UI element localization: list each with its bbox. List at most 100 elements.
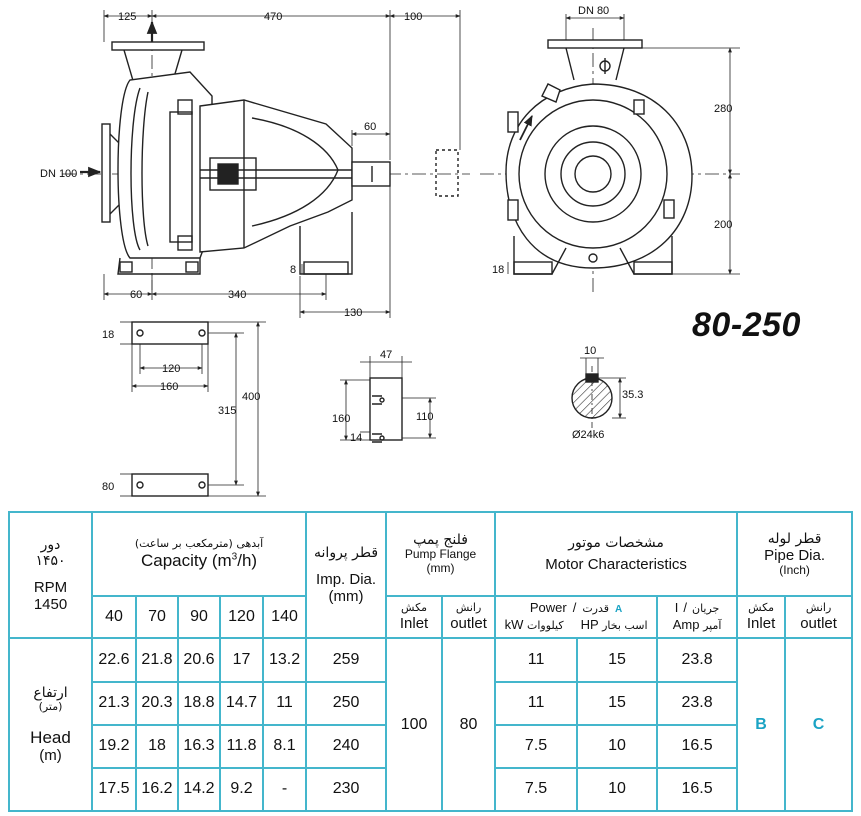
dim-60: 60	[130, 289, 142, 301]
head-value: 18	[135, 723, 179, 769]
head-value: 16.3	[177, 723, 221, 769]
impeller-value: 230	[305, 766, 388, 813]
dim-18: 18	[492, 264, 504, 276]
impeller-header: قطر پروانه Imp. Dia. (mm)	[305, 510, 388, 640]
table-row: 19.2 18 16.3 11.8 8.1 240 7.5 10 16.5	[9, 723, 852, 769]
dn100-label: DN 100	[40, 168, 77, 180]
pipe-inlet-code: B	[736, 637, 787, 812]
flange-label-fa: فلنج پمپ	[413, 532, 468, 549]
spec-table-wrap: دور ۱۴۵۰ RPM 1450 آبدهی (مترمکعب بر ساعت…	[8, 510, 854, 813]
flange-header: فلنج پمپ Pump Flange (mm)	[385, 510, 497, 598]
dim-18-foot: 18	[102, 329, 114, 341]
shaft-section-dimensions	[580, 357, 626, 419]
hp-value: 10	[576, 723, 659, 769]
speed-label-fa: دور	[40, 536, 61, 553]
capacity-140: 140	[261, 595, 308, 640]
capacity-header: آبدهی (مترمکعب بر ساعت) Capacity (m3/h)	[90, 510, 308, 598]
inlet-value: 100	[385, 637, 444, 812]
dim-125: 125	[118, 11, 136, 23]
pipe-outlet-header: رانش outlet	[784, 595, 854, 640]
head-value: 19.2	[91, 723, 137, 769]
head-value: 14.7	[219, 680, 264, 726]
head-value: 16.2	[135, 766, 179, 813]
front-view-dimension-labels: DN 80 280 200 18	[492, 5, 732, 276]
current-header: I/جریان Amp آمپر	[656, 595, 739, 640]
shaft-section	[571, 366, 613, 430]
pipe-header: قطر لوله Pipe Dia. (Inch)	[736, 510, 854, 598]
rpm-label: RPM	[33, 579, 68, 597]
kw-value: 7.5	[494, 723, 579, 769]
pipe-unit: (Inch)	[779, 562, 810, 577]
motor-foot-labels: 47 160 110 14	[332, 349, 434, 444]
foot-plan-dimensions	[120, 321, 266, 497]
dim-470: 470	[264, 11, 282, 23]
side-view-dimension-labels: 125 470 100 60 DN 100 60 340 130 8	[40, 11, 422, 319]
impeller-label-en: Imp. Dia.	[316, 571, 377, 588]
dim-160-foot: 160	[332, 413, 350, 425]
hp-value: 15	[576, 637, 659, 683]
foot-plan-labels: 18 120 160 315 400 80	[102, 329, 260, 493]
dim-280: 280	[714, 103, 732, 115]
dn80-label: DN 80	[578, 5, 609, 17]
dim-47: 47	[380, 349, 392, 361]
dimension-drawing: 125 470 100 60 DN 100 60 340 130 8	[40, 5, 740, 497]
head-value: 20.6	[177, 637, 221, 683]
amp-value: 16.5	[656, 766, 739, 813]
side-view-dimensions	[103, 10, 461, 318]
amp-value: 16.5	[656, 723, 739, 769]
motor-header: مشخصات موتور Motor Characteristics	[494, 510, 739, 598]
capacity-label-fa: آبدهی (مترمکعب بر ساعت)	[134, 537, 264, 551]
table-row: 17.5 16.2 14.2 9.2 - 230 7.5 10 16.5	[9, 766, 852, 813]
outlet-value: 80	[441, 637, 497, 812]
capacity-70: 70	[135, 595, 179, 640]
head-value: 13.2	[261, 637, 308, 683]
dim-315: 315	[218, 405, 236, 417]
speed-cell: دور ۱۴۵۰ RPM 1450	[8, 510, 93, 640]
kw-value: 11	[494, 680, 579, 726]
table-row: ارتفاع (متر) Head (m) 22.6 21.8 20.6 17 …	[8, 637, 854, 812]
pipe-inlet-header: مکش Inlet	[736, 595, 787, 640]
rpm-value: 1450	[33, 596, 68, 614]
dim-130: 130	[344, 307, 362, 319]
capacity-label-en: Capacity (m3/h)	[140, 550, 258, 570]
flange-unit: (mm)	[426, 561, 455, 576]
head-value: 20.3	[135, 680, 179, 726]
model-number: 80-250	[692, 306, 801, 344]
speed-value-fa: ۱۴۵۰	[35, 552, 66, 569]
head-value: 14.2	[177, 766, 221, 813]
pipe-label-en: Pipe Dia.	[764, 546, 826, 564]
dim-100: 100	[404, 11, 422, 23]
impeller-value: 259	[305, 637, 388, 683]
hp-value: 10	[576, 766, 659, 813]
dim-400: 400	[242, 391, 260, 403]
head-value: 21.8	[135, 637, 179, 683]
dim-10: 10	[584, 345, 596, 357]
impeller-value: 250	[305, 680, 388, 726]
side-view	[62, 20, 470, 290]
head-value: 17.5	[91, 766, 137, 813]
dim-120: 120	[162, 363, 180, 375]
dim-60-shaft: 60	[364, 121, 376, 133]
motor-label-fa: مشخصات موتور	[568, 535, 664, 552]
pipe-label-fa: قطر لوله	[767, 530, 822, 547]
head-value: 17	[219, 637, 264, 683]
dim-340: 340	[228, 289, 246, 301]
capacity-120: 120	[219, 595, 264, 640]
head-value: -	[261, 766, 308, 813]
dim-14: 14	[350, 432, 362, 444]
dim-110: 110	[416, 411, 434, 423]
kw-value: 11	[494, 637, 579, 683]
dim-80-foot: 80	[102, 481, 114, 493]
amp-value: 23.8	[656, 637, 739, 683]
head-value: 21.3	[91, 680, 137, 726]
front-view-dimensions	[507, 14, 740, 275]
kw-value: 7.5	[494, 766, 579, 813]
head-value: 9.2	[219, 766, 264, 813]
foot-plan	[131, 321, 209, 497]
head-cell: ارتفاع (متر) Head (m)	[8, 637, 93, 812]
capacity-40: 40	[91, 595, 137, 640]
head-value: 11.8	[219, 723, 264, 769]
dim-200: 200	[714, 219, 732, 231]
motor-foot-dimensions	[340, 356, 436, 441]
